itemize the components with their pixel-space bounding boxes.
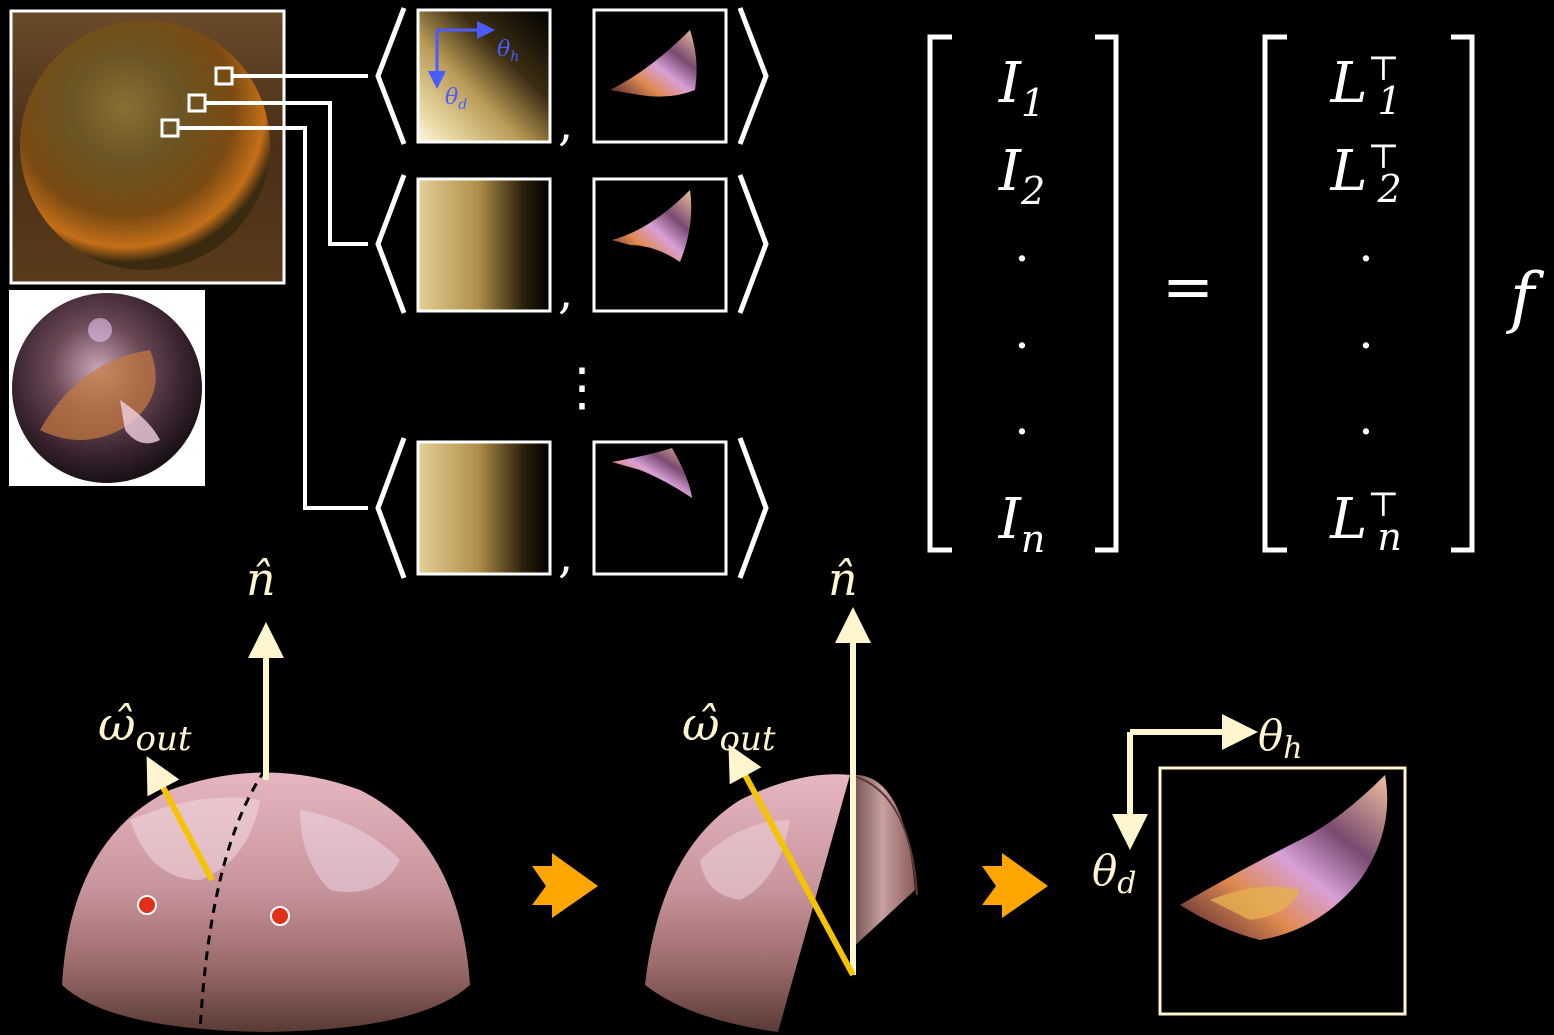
right-chevron-icon bbox=[982, 853, 1048, 918]
rhs-entry-sub: n bbox=[1377, 515, 1401, 559]
hemisphere-full: n̂ ω̂out bbox=[62, 552, 470, 1032]
theta-d-axis-label: θd bbox=[1092, 846, 1137, 901]
lhs-right-bracket bbox=[1095, 37, 1116, 550]
rhs-entry-base: L bbox=[1329, 51, 1367, 116]
omega-sub: out bbox=[136, 719, 192, 759]
hemisphere-cut: n̂ ω̂out bbox=[645, 552, 917, 1032]
theta-d-sub: d bbox=[1117, 866, 1136, 901]
comma: , bbox=[558, 264, 573, 320]
rhs-entry-1: L⊤1 bbox=[1329, 49, 1401, 123]
rhs-entry-base: · bbox=[1358, 404, 1373, 460]
omega-out-label: ω̂out bbox=[682, 697, 776, 759]
lhs-entry-1: I1 bbox=[998, 51, 1045, 125]
rhs-entry-6: L⊤n bbox=[1329, 485, 1402, 559]
rhs-entry-2: L⊤2 bbox=[1329, 137, 1401, 211]
lhs-entry-3: · bbox=[1014, 231, 1029, 287]
rhs-entry-sub: 2 bbox=[1376, 167, 1401, 211]
normal-label: n̂ bbox=[246, 552, 276, 606]
diffuse-patch bbox=[418, 179, 550, 311]
omega-out-label: ω̂out bbox=[98, 697, 192, 759]
right-angle-bracket bbox=[740, 175, 766, 313]
lhs-entry-4: · bbox=[1014, 318, 1029, 374]
theta-h-label: θ bbox=[497, 37, 510, 62]
rhs-entry-4: · bbox=[1358, 318, 1373, 374]
rhs-entry-base: L bbox=[1329, 139, 1367, 204]
normal-label: n̂ bbox=[828, 552, 858, 606]
pair-row-2: , bbox=[378, 175, 766, 320]
rhs-entry-base: · bbox=[1358, 318, 1373, 374]
comma: , bbox=[558, 96, 573, 152]
surface-point-marker bbox=[138, 896, 156, 914]
theta-d-sub: d bbox=[458, 97, 467, 113]
theta-h-sub: h bbox=[1283, 731, 1302, 766]
theta-h-axis-label: θh bbox=[1258, 711, 1303, 766]
factor-f: f bbox=[1505, 259, 1545, 336]
right-angle-bracket bbox=[740, 8, 766, 144]
lhs-left-bracket bbox=[930, 37, 952, 550]
lhs-entry-sub: 2 bbox=[1020, 169, 1045, 213]
rhs-entry-5: · bbox=[1358, 404, 1373, 460]
rhs-left-bracket bbox=[1265, 37, 1287, 550]
lhs-entry-base: · bbox=[1014, 404, 1029, 460]
omega-base: ω̂ bbox=[682, 697, 720, 751]
right-chevron-icon bbox=[532, 853, 598, 918]
vertical-ellipsis: ⋮ bbox=[556, 358, 608, 418]
lhs-entry-base: I bbox=[998, 487, 1023, 552]
rhs-entry-base: L bbox=[1329, 487, 1367, 552]
left-angle-bracket bbox=[378, 438, 404, 578]
mirror-ball-panel bbox=[9, 290, 205, 486]
lhs-entry-base: · bbox=[1014, 318, 1029, 374]
lhs-entry-base: · bbox=[1014, 231, 1029, 287]
lhs-entry-5: · bbox=[1014, 404, 1029, 460]
theta-h-sub: h bbox=[510, 49, 519, 65]
surface-point-marker bbox=[271, 907, 289, 925]
omega-sub: out bbox=[720, 719, 776, 759]
comma: , bbox=[558, 528, 573, 584]
diffuse-patch bbox=[418, 442, 550, 574]
lhs-entry-2: I2 bbox=[998, 139, 1045, 213]
theta-base: θ bbox=[1258, 711, 1283, 760]
theta-d-label: θ bbox=[445, 85, 458, 110]
rhs-right-bracket bbox=[1451, 37, 1472, 550]
rhs-entry-sub: 1 bbox=[1377, 79, 1401, 123]
rhs-entry-3: · bbox=[1358, 231, 1373, 287]
lhs-entry-sub: n bbox=[1021, 517, 1045, 561]
unwrapped-slice: θh θd bbox=[1092, 711, 1405, 1014]
left-angle-bracket bbox=[378, 8, 404, 144]
rhs-entry-base: · bbox=[1358, 231, 1373, 287]
rhs-matrix: L⊤1L⊤2 · · · L⊤n bbox=[1329, 49, 1402, 559]
left-angle-bracket bbox=[378, 175, 404, 313]
lhs-entry-sub: 1 bbox=[1021, 81, 1045, 125]
theta-base: θ bbox=[1092, 846, 1117, 895]
lhs-entry-base: I bbox=[998, 139, 1023, 204]
pair-row-3: , bbox=[378, 438, 766, 584]
lhs-entry-base: I bbox=[998, 51, 1023, 116]
rough-sphere-panel bbox=[11, 11, 284, 283]
omega-base: ω̂ bbox=[98, 697, 136, 751]
lhs-entry-6: In bbox=[998, 487, 1046, 561]
pair-row-1: , θh θd bbox=[378, 8, 766, 152]
equals-sign: = bbox=[1162, 250, 1214, 323]
right-angle-bracket bbox=[740, 438, 766, 578]
